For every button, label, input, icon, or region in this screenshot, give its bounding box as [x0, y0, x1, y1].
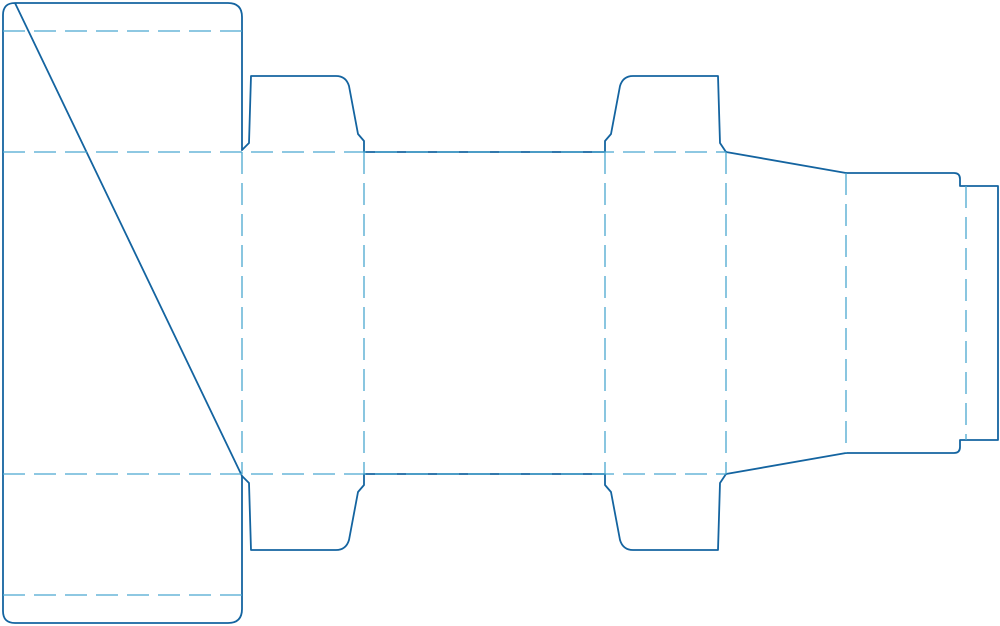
cut-flap-right-bottom	[604, 473, 727, 551]
cut-left-panel-outline	[2, 2, 243, 624]
cut-flap-right-top	[604, 75, 727, 153]
fold-lines	[3, 30, 967, 596]
cut-tapered-panel-bottom	[725, 452, 847, 475]
cut-end-panel-outline	[845, 172, 999, 454]
cut-flap-left-bottom	[241, 473, 365, 551]
cut-flap-left-top	[241, 75, 365, 153]
cut-tapered-panel-top	[725, 151, 847, 174]
